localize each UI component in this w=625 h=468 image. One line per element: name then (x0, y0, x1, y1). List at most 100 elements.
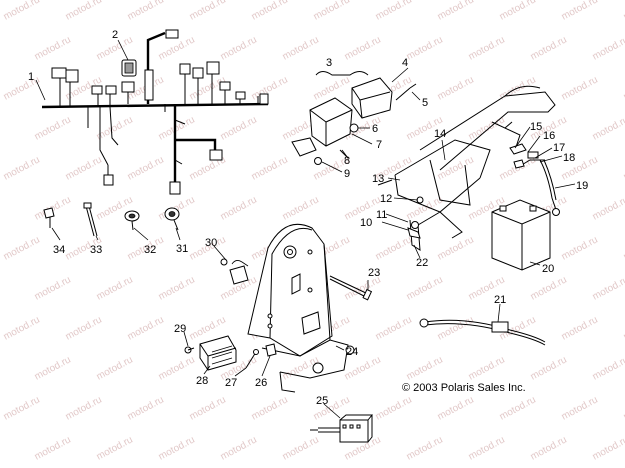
watermark-text: motod.ru (157, 434, 197, 462)
watermark-text: motod.ru (498, 154, 538, 182)
watermark-text: motod.ru (312, 74, 352, 102)
callout-7: 7 (376, 139, 382, 151)
watermark-text: motod.ru (95, 114, 135, 142)
watermark-text: motod.ru (436, 234, 476, 262)
callout-21: 21 (494, 294, 506, 306)
watermark-text: motod.ru (219, 434, 259, 462)
wiring-harness (41, 29, 269, 195)
watermark-text: motod.ru (591, 354, 625, 382)
watermark-text: motod.ru (219, 194, 259, 222)
callout-33: 33 (90, 244, 102, 256)
cable-tie-33 (83, 202, 98, 237)
watermark-text: motod.ru (467, 354, 507, 382)
copyright-text: © 2003 Polaris Sales Inc. (402, 382, 526, 394)
watermark-text: motod.ru (498, 394, 538, 422)
callout-11: 11 (376, 209, 387, 221)
callout-25: 25 (316, 395, 328, 407)
watermark-text: motod.ru (64, 154, 104, 182)
watermark-text: motod.ru (126, 314, 166, 342)
watermark-text: motod.ru (2, 154, 42, 182)
callout-24: 24 (346, 346, 358, 358)
grommet-32 (124, 210, 140, 231)
screw-27 (245, 349, 259, 369)
callout-8: 8 (344, 155, 350, 167)
mounting-plate (231, 223, 355, 393)
watermark-text: motod.ru (560, 0, 600, 23)
ground-cable (419, 318, 546, 346)
watermark-text: motod.ru (498, 0, 538, 23)
watermark-text: motod.ru (250, 74, 290, 102)
grommet-31 (164, 207, 180, 231)
bolt-23 (329, 275, 373, 301)
watermark-text: motod.ru (467, 34, 507, 62)
callout-labels: 1 2 3 4 5 6 7 8 9 10 11 12 13 14 15 16 1… (28, 29, 588, 407)
battery-cable (539, 159, 560, 216)
watermark-text: motod.ru (374, 394, 414, 422)
callout-6: 6 (372, 123, 378, 135)
relay-30 (220, 258, 249, 285)
watermark-text: motod.ru (33, 194, 73, 222)
callout-5: 5 (422, 97, 428, 109)
watermark-text: motod.ru (281, 194, 321, 222)
watermark-text: motod.ru (250, 394, 290, 422)
callout-12: 12 (380, 193, 392, 205)
watermark-text: motod.ru (529, 434, 569, 462)
callout-16: 16 (543, 130, 555, 142)
watermark-text: motod.ru (281, 34, 321, 62)
watermark-text: motod.ru (33, 114, 73, 142)
watermark-text: motod.ru (343, 354, 383, 382)
watermark-text: motod.ru (374, 234, 414, 262)
watermark-text: motod.ru (405, 194, 445, 222)
watermark-text: motod.ru (374, 0, 414, 23)
callout-22: 22 (416, 257, 428, 269)
watermark-text: motod.ru (405, 34, 445, 62)
callout-3: 3 (326, 57, 332, 69)
watermark-text: motod.ru (33, 274, 73, 302)
watermark-text: motod.ru (436, 394, 476, 422)
watermark-text: motod.ru (343, 34, 383, 62)
callout-10: 10 (360, 217, 372, 229)
watermark-text: motod.ru (529, 34, 569, 62)
watermark-text: motod.ru (33, 34, 73, 62)
watermark-text: motod.ru (2, 314, 42, 342)
switch-housing-group (291, 71, 417, 165)
module-25 (310, 414, 374, 443)
watermark-text: motod.ru (436, 74, 476, 102)
callout-28: 28 (196, 375, 208, 387)
callout-1: 1 (28, 71, 34, 83)
watermark-text: motod.ru (33, 434, 73, 462)
watermark-text: motod.ru (157, 34, 197, 62)
watermark-text: motod.ru (591, 194, 625, 222)
watermark-text: motod.ru (95, 434, 135, 462)
watermark-text: motod.ru (95, 354, 135, 382)
watermark-text: motod.ru (560, 74, 600, 102)
screw-29 (184, 346, 195, 354)
watermark-text: motod.ru (157, 354, 197, 382)
callout-19: 19 (576, 180, 588, 192)
watermark-text: motod.ru (188, 0, 228, 23)
watermark-text: motod.ru (2, 394, 42, 422)
callout-4: 4 (402, 57, 408, 69)
callout-18: 18 (563, 152, 575, 164)
watermark-text: motod.ru (405, 434, 445, 462)
watermark-text: motod.ru (2, 0, 42, 23)
watermark-text: motod.ru (467, 434, 507, 462)
watermark-text: motod.ru (33, 354, 73, 382)
callout-17: 17 (553, 142, 565, 154)
callout-26: 26 (255, 377, 267, 389)
watermark-text: motod.ru (591, 34, 625, 62)
callout-20: 20 (542, 263, 554, 275)
watermark-text: motod.ru (250, 0, 290, 23)
watermark-text: motod.ru (126, 0, 166, 23)
watermark-text: motod.ru (250, 154, 290, 182)
callout-15: 15 (530, 121, 542, 133)
regulator-28 (199, 335, 237, 371)
clip-34 (43, 207, 55, 228)
callout-14: 14 (434, 128, 446, 140)
callout-23: 23 (368, 267, 380, 279)
watermark-text: motod.ru (560, 394, 600, 422)
leader-lines (35, 39, 576, 419)
watermark-text: motod.ru (126, 394, 166, 422)
